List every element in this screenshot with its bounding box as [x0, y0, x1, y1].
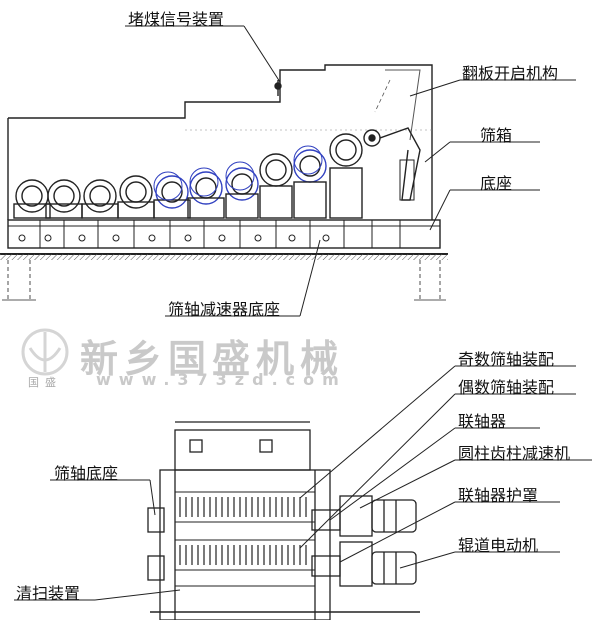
- upper-reducer: [339, 495, 373, 537]
- watermark-website: www.373zd.com: [96, 370, 347, 389]
- reducer-10: [329, 133, 363, 219]
- label-roller-motor: 辊道电动机: [458, 536, 539, 555]
- reducer-6: [187, 171, 225, 219]
- label-reducer: 圆柱齿柱减速机: [458, 444, 571, 463]
- label-flap-mechanism: 翻板开启机构: [462, 64, 559, 83]
- drive-upper: [311, 495, 417, 537]
- label-shaft-base: 筛轴底座: [54, 464, 119, 483]
- side-view: [0, 64, 448, 301]
- screen-box-outline: [7, 64, 433, 220]
- main-frame: [159, 469, 331, 620]
- label-even-shaft: 偶数筛轴装配: [458, 378, 555, 397]
- top-leaders: [125, 25, 576, 317]
- label-base: 底座: [480, 174, 513, 193]
- base-cells: [39, 220, 401, 248]
- drive-lower: [311, 541, 417, 587]
- reducer-4: [117, 175, 155, 219]
- reducer-7: [225, 167, 259, 219]
- bottom-leaders: [14, 365, 592, 601]
- watermark-company: 新乡国盛机械: [80, 337, 345, 381]
- reducer-3: [81, 179, 119, 219]
- front-view: [147, 421, 420, 620]
- reducer-5: [153, 175, 191, 219]
- label-shaft-reducer-base: 筛轴减速器底座: [168, 300, 281, 319]
- watermark-logo-icon: [21, 328, 69, 376]
- left-shaft-base: [147, 507, 165, 533]
- label-screen-box: 筛箱: [480, 126, 513, 145]
- reducer-2: [45, 179, 83, 219]
- label-cleaning: 清扫装置: [16, 584, 81, 603]
- label-odd-shaft: 奇数筛轴装配: [458, 350, 555, 369]
- label-coupling: 联轴器: [458, 412, 507, 431]
- label-block-signal: 堵煤信号装置: [128, 10, 225, 29]
- watermark-logo-text: 国盛: [28, 376, 62, 389]
- reducer-8: [259, 153, 293, 219]
- top-housing: [174, 429, 311, 471]
- label-coupling-guard: 联轴器护罩: [458, 486, 539, 505]
- lower-motor: [371, 551, 417, 585]
- shaft-teeth: [179, 497, 307, 565]
- screen-shaft-rows: [174, 491, 316, 587]
- base-holes: [18, 234, 330, 242]
- upper-motor: [371, 499, 417, 533]
- shaft-reducers: [13, 133, 363, 219]
- reducer-1: [13, 179, 51, 219]
- lower-reducer: [339, 541, 373, 587]
- reducer-9: [293, 149, 327, 219]
- flap-mechanism: [363, 127, 421, 201]
- base-frame: [7, 219, 441, 249]
